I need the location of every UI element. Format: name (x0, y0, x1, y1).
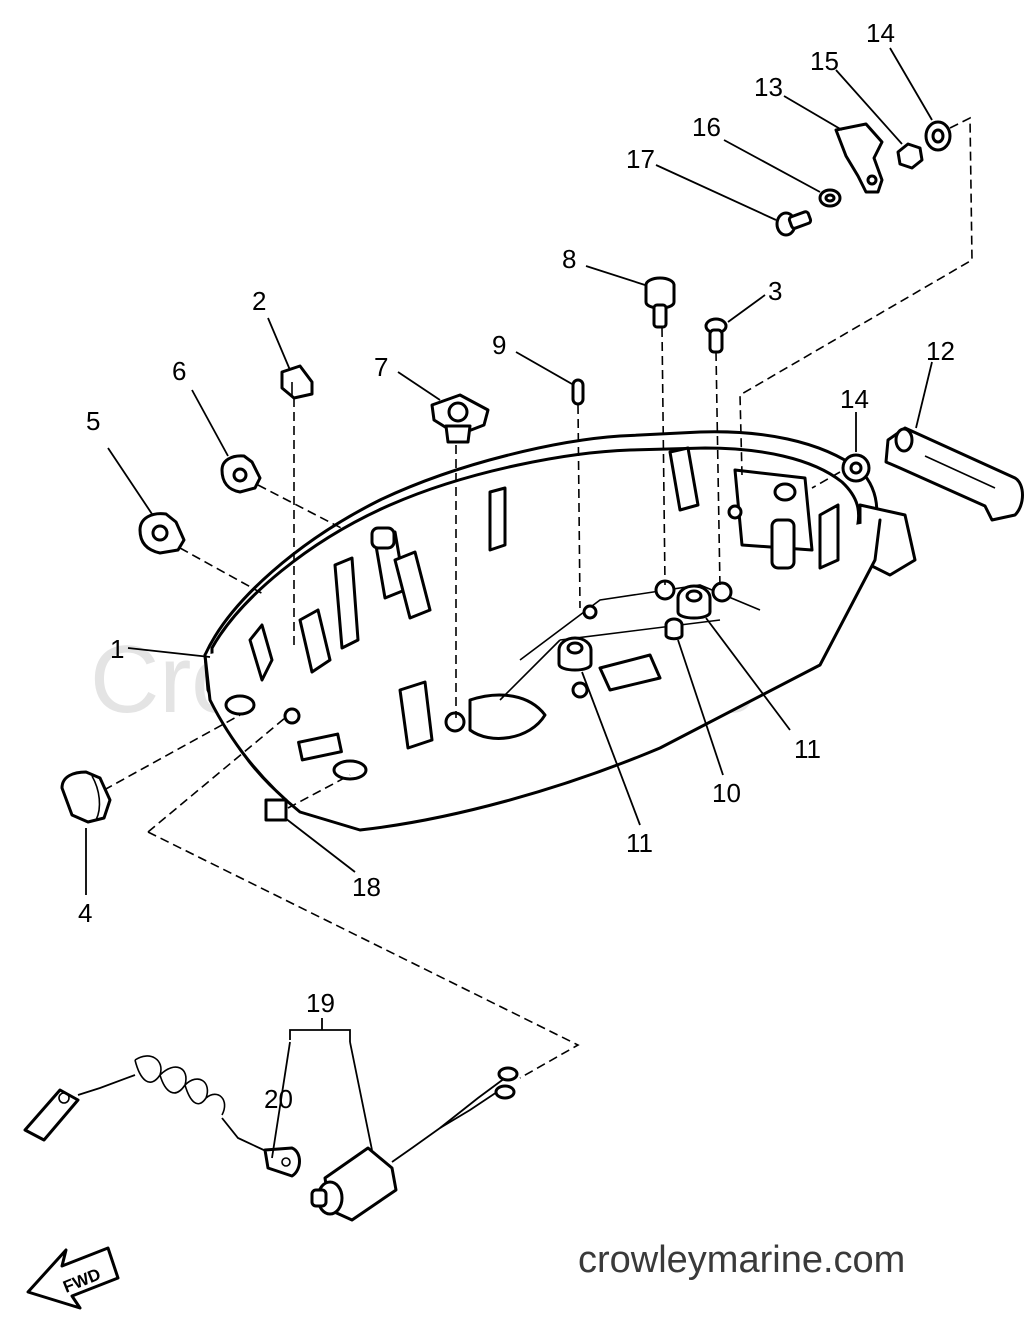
callout-5: 5 (86, 406, 100, 436)
part-2-clip (280, 364, 314, 400)
callout-20: 20 (264, 1084, 293, 1114)
part-4-plug (60, 770, 112, 824)
part-16-washer (818, 188, 842, 208)
callout-10: 10 (712, 778, 741, 808)
fwd-arrow: FWD (26, 1246, 120, 1310)
part-12-lever (884, 426, 1024, 522)
leader-lines (85, 47, 933, 1159)
part-9-pin (571, 378, 585, 406)
callout-8: 8 (562, 244, 576, 274)
part-13-bracket (834, 122, 884, 194)
part-8-bolt (644, 276, 676, 329)
callout-11a: 11 (626, 828, 653, 858)
site-url: crowleymarine.com (578, 1239, 905, 1281)
part-5-grommet (138, 512, 186, 555)
bottom-cowling (203, 430, 917, 832)
callout-9: 9 (492, 330, 506, 360)
part-18-label (264, 798, 288, 822)
callout-16: 16 (692, 112, 721, 142)
callout-14a: 14 (840, 384, 869, 414)
callout-1: 1 (110, 634, 124, 664)
part-3-screw (704, 317, 728, 354)
callout-17: 17 (626, 144, 655, 174)
callout-15: 15 (810, 46, 839, 76)
part-10-collar (664, 617, 684, 641)
part-15-nut (896, 142, 924, 170)
part-11-mount-b (676, 584, 712, 620)
callout-19: 19 (306, 988, 335, 1018)
part-14-grommet-b (924, 120, 952, 152)
part-17-screw (775, 210, 813, 237)
callout-18: 18 (352, 872, 381, 902)
callout-4: 4 (78, 898, 92, 928)
part-11-mount-a (557, 636, 593, 672)
callout-3: 3 (768, 276, 782, 306)
callout-6: 6 (172, 356, 186, 386)
part-20-lanyard (23, 1055, 301, 1178)
reference-lines (103, 116, 973, 1079)
callout-13: 13 (754, 72, 783, 102)
part-19-switch (310, 1066, 519, 1222)
callout-14b: 14 (866, 18, 895, 48)
part-14-grommet-a (841, 453, 871, 483)
callout-11b: 11 (794, 734, 821, 764)
callout-2: 2 (252, 286, 266, 316)
part-6-grommet (220, 454, 262, 494)
callout-7: 7 (374, 352, 388, 382)
callout-labels: 1 2 3 4 5 6 7 8 9 10 11 11 12 13 14 14 1… (78, 18, 955, 1114)
part-7-grommet (430, 393, 490, 444)
callout-12: 12 (926, 336, 955, 366)
